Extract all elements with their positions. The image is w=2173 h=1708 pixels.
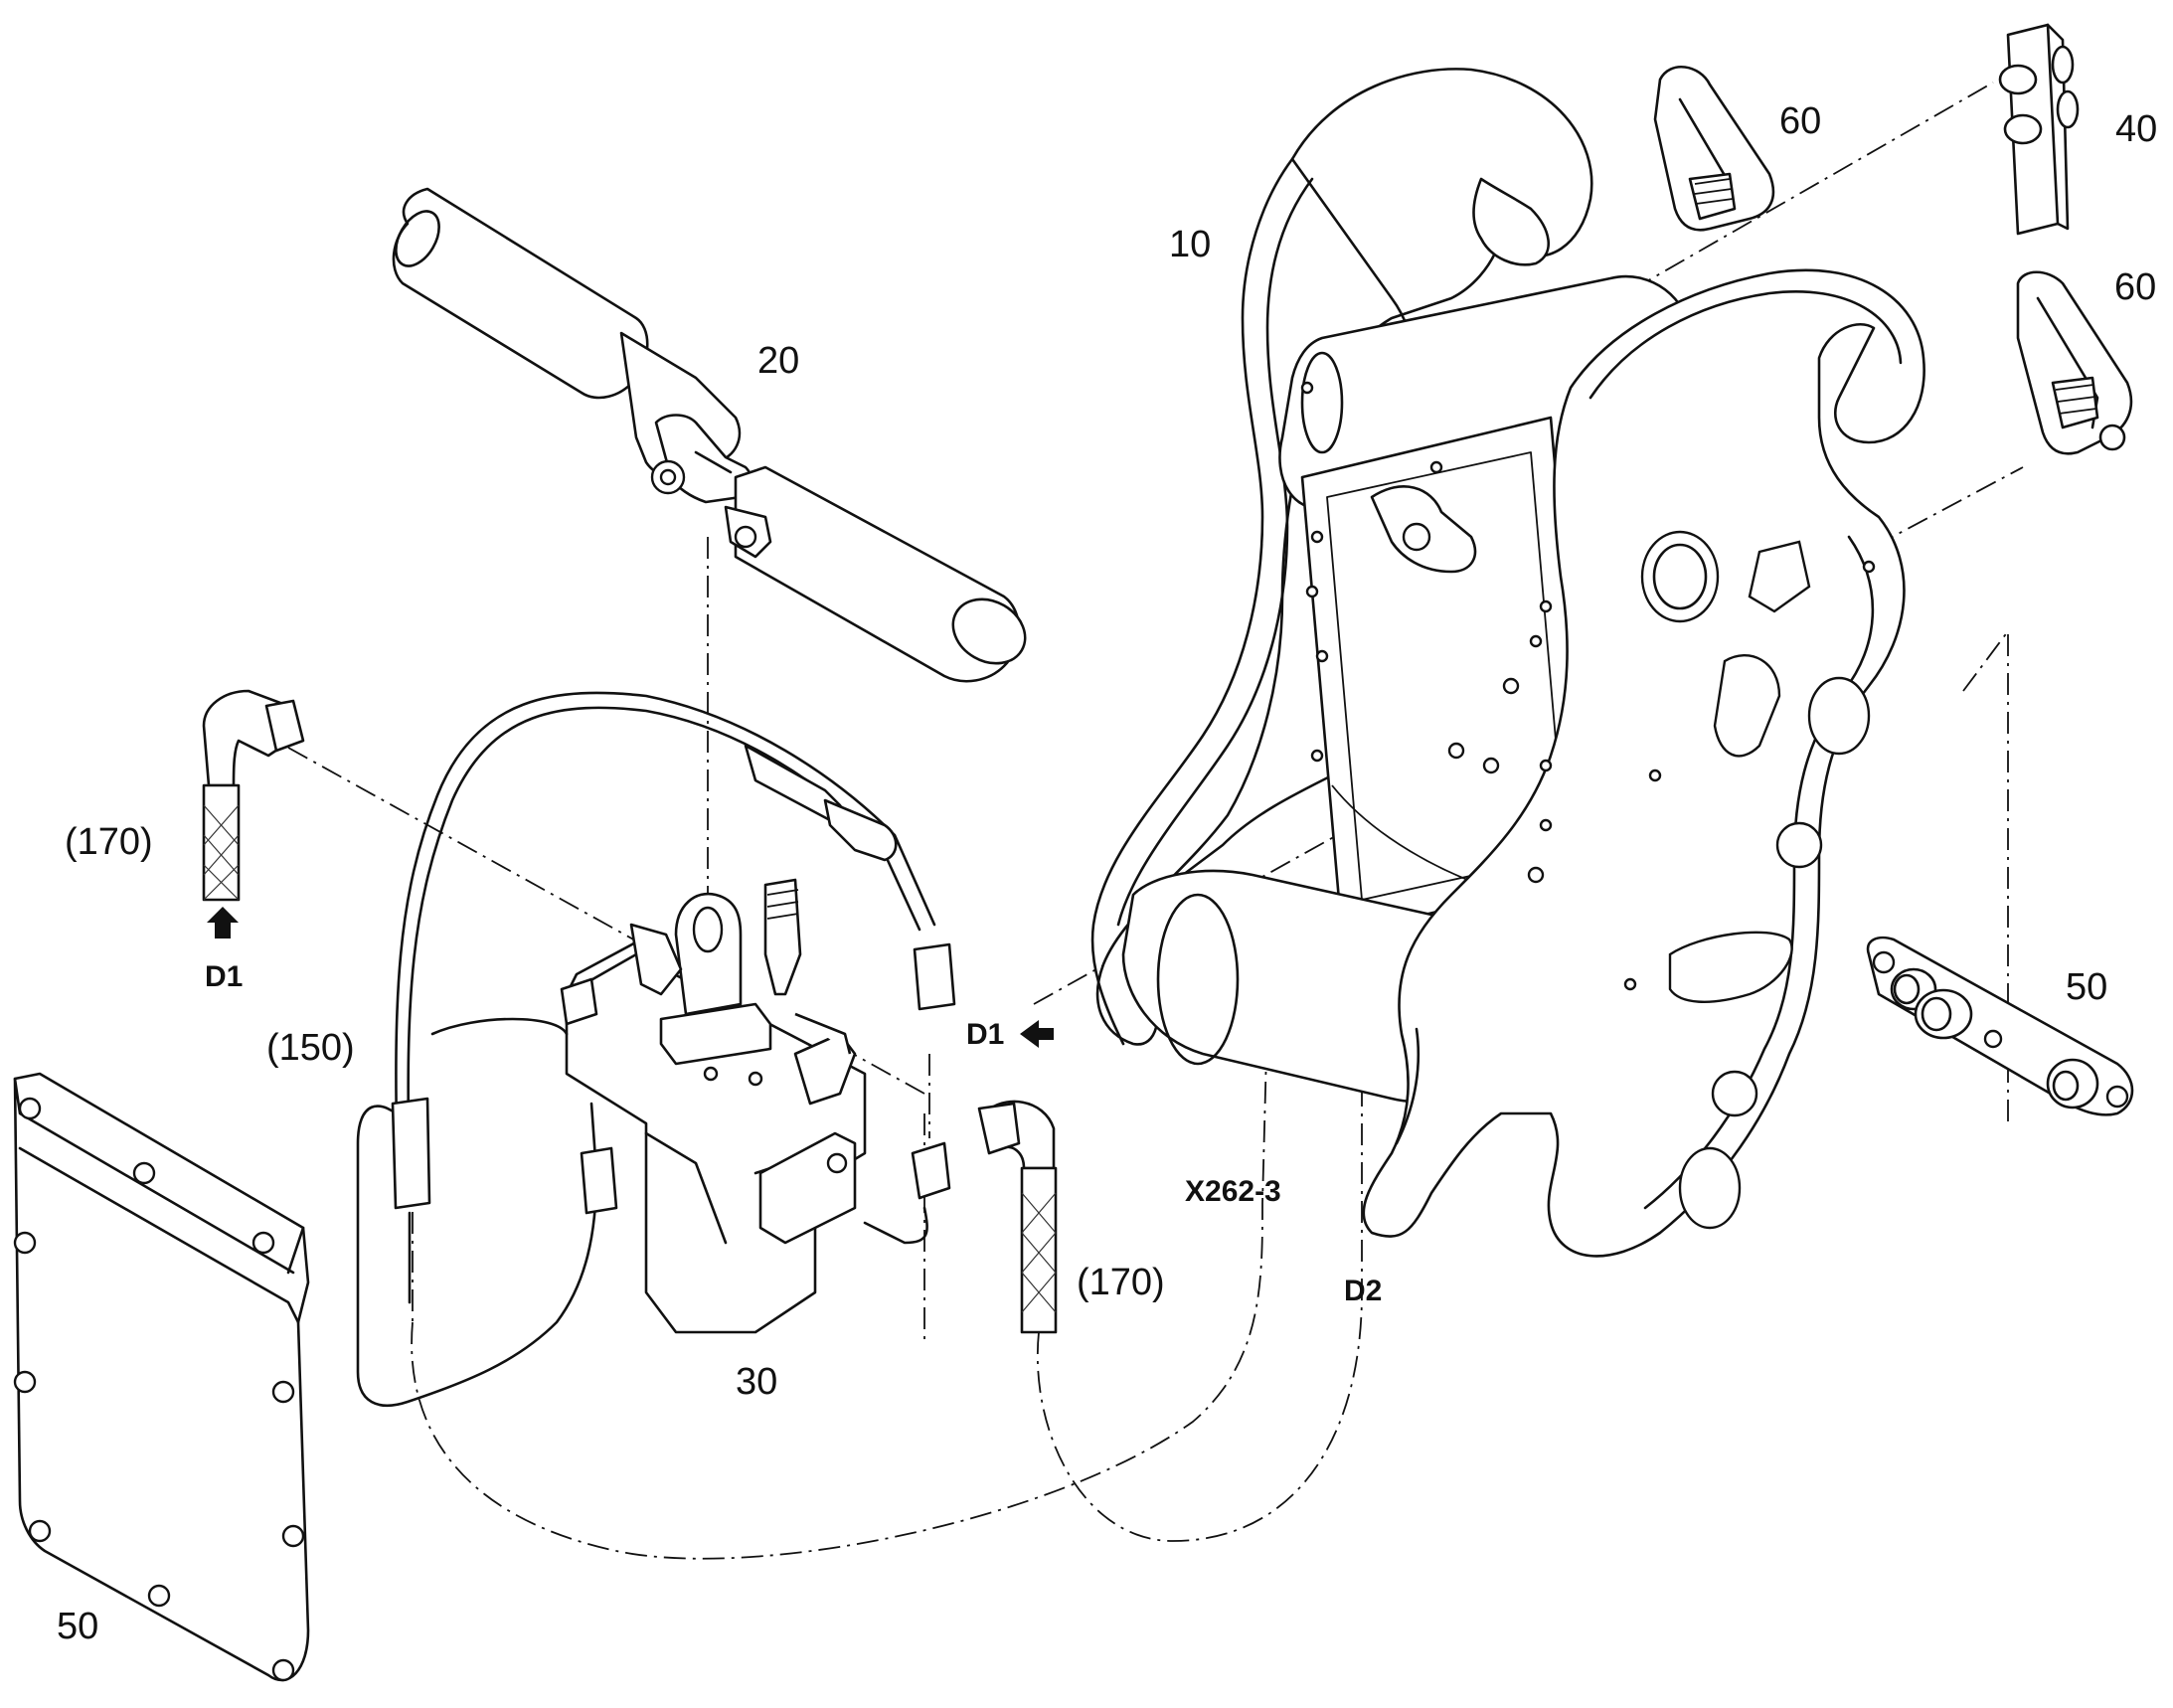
valve-block [560,878,867,1334]
label-part-50-left: 50 [57,1606,98,1647]
hose-left [202,689,305,939]
label-part-60-mid: 60 [2114,266,2156,308]
label-part-150: (150) [266,1027,355,1069]
label-conn-d1-left: D1 [205,960,243,993]
mounting-plate [1866,936,2134,1116]
label-part-50-right: 50 [2066,966,2107,1008]
part-labels: 10 20 30 40 50 50 60 60 (150) (170) (170… [57,100,2157,1647]
label-part-30: 30 [736,1361,777,1403]
hose-right [977,1020,1058,1334]
label-part-20: 20 [757,340,799,382]
quick-coupler-frame [1090,68,1925,1258]
latch-upper [1653,65,1775,232]
latch-lower [2016,270,2133,455]
label-part-170-left: (170) [65,821,153,863]
label-conn-d1-center: D1 [966,1018,1004,1051]
cable-harness [356,691,956,1407]
cover-plate [13,1072,310,1682]
label-part-10: 10 [1169,224,1211,265]
label-part-170-right: (170) [1077,1262,1165,1303]
bolt-holes [1300,381,1876,991]
label-part-60-top: 60 [1779,100,1821,142]
label-conn-x262: X262-3 [1185,1175,1281,1208]
hydraulic-cylinder [392,187,1027,683]
bracket [1998,23,2080,236]
label-part-40: 40 [2115,108,2157,150]
label-conn-d2: D2 [1344,1275,1382,1307]
